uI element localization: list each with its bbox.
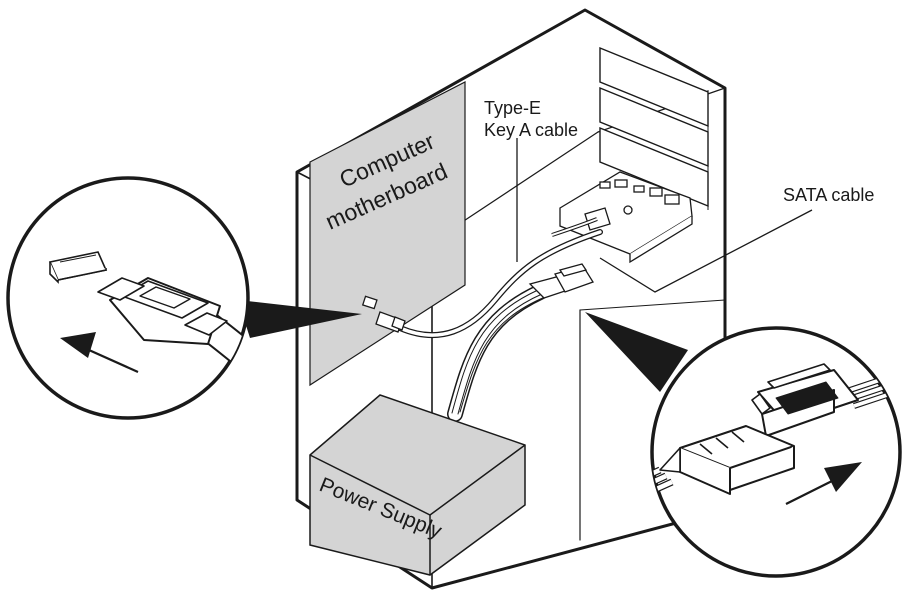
- arrow-up-left-icon: [60, 332, 139, 374]
- zoom-circle-left: [6, 176, 250, 420]
- type-e-label-line1: Type-E: [484, 98, 541, 118]
- type-e-plug: [361, 295, 406, 333]
- sata-cable-bundle: [447, 284, 548, 422]
- sata-label: SATA cable: [783, 185, 874, 205]
- type-e-receptacle: [48, 251, 108, 284]
- motherboard-panel: Computer motherboard: [309, 81, 466, 387]
- type-e-label-line2: Key A cable: [484, 120, 578, 140]
- callout-wedge-right: [585, 312, 688, 392]
- power-supply: Power Supply: [309, 394, 526, 576]
- arrow-up-right-icon: [785, 462, 862, 505]
- zoom-circle-right: [650, 326, 902, 578]
- drive-bays: [599, 46, 709, 210]
- callout-wedge-left: [238, 300, 362, 338]
- label-leaders: [516, 138, 813, 293]
- type-e-cable: [397, 229, 603, 339]
- sata-connector-small: [528, 263, 594, 299]
